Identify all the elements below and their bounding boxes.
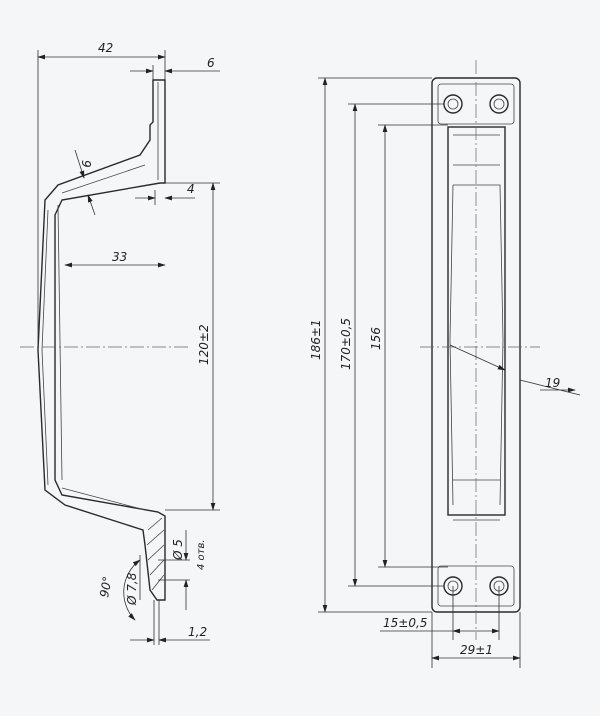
front-view <box>420 60 540 640</box>
dim-6: 6 <box>207 56 215 70</box>
dim-29: 29±1 <box>460 643 493 657</box>
dim-156: 156 <box>369 327 383 350</box>
dim-19: 19 <box>545 376 560 390</box>
dim-15: 15±0,5 <box>383 616 427 630</box>
dim-hole-diameter: Ø 5 <box>171 539 185 561</box>
dim-4: 4 <box>187 182 195 196</box>
dim-90deg: 90° <box>97 575 114 598</box>
dim-120: 120±2 <box>197 324 211 365</box>
dim-170: 170±0,5 <box>339 318 353 370</box>
side-view-profile <box>20 79 190 601</box>
dim-186: 186±1 <box>309 319 323 360</box>
dim-countersink-diameter: Ø 7,8 <box>125 572 139 606</box>
dim-9: 9 <box>79 160 93 168</box>
dim-hole-count: 4 отв. <box>196 539 207 570</box>
section-hatch <box>146 517 165 591</box>
dimension-lines <box>37 50 580 668</box>
dim-33: 33 <box>112 250 127 264</box>
dimension-labels: 42 6 9 4 33 120±2 Ø 5 4 отв. 90° Ø 7,8 1… <box>79 41 560 657</box>
dim-42: 42 <box>98 41 113 55</box>
dim-1-2: 1,2 <box>188 625 207 639</box>
